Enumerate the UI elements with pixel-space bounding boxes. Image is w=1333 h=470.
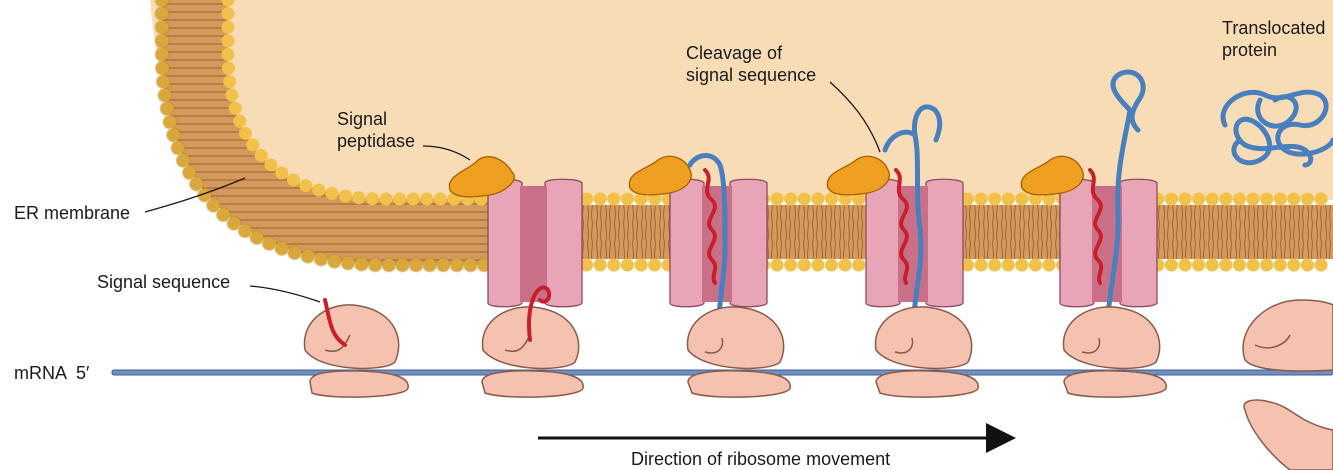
ribosome-icon [686, 306, 785, 370]
signal-peptidase-icon [826, 155, 890, 196]
signal-peptidase-icon [448, 156, 515, 198]
signal-sequence-chain [703, 168, 718, 285]
ribosome-stage-4 [826, 104, 979, 398]
ribosome-stage-3 [628, 153, 791, 398]
mrna-label: mRNA 5′ [14, 363, 90, 383]
polypeptide-chain-icon [687, 153, 728, 343]
translocon-channel-icon [865, 178, 901, 308]
translocon-channel-icon [487, 178, 523, 308]
direction-label: Direction of ribosome movement [631, 449, 891, 469]
signal-peptidase-icon [628, 155, 692, 196]
ribosome-icon [1243, 399, 1333, 470]
ribosome-stage-1 [303, 298, 409, 398]
signal-sequence-chain [323, 298, 347, 347]
translocated-protein-label-line-1: Translocated [1222, 18, 1326, 38]
signal-peptidase-label-line-2: peptidase [337, 131, 416, 151]
cleavage-label-line-1: Cleavage of [686, 43, 783, 63]
signal-peptidase-icon [1020, 155, 1084, 196]
ribosome-icon [874, 306, 973, 370]
translocated-protein-icon [1220, 89, 1333, 168]
polypeptide-chain-icon [1105, 69, 1146, 343]
leader-lines [144, 81, 881, 303]
ribosome-stage-6 [1220, 89, 1333, 470]
translocon-channel-icon [1059, 178, 1095, 308]
signal-sequence-chain [1088, 168, 1104, 285]
polypeptide-chain-icon [911, 104, 943, 343]
cleavage-label-line-2: signal sequence [686, 65, 817, 85]
ribosome-icon [303, 304, 400, 370]
ribosome-stage-2 [448, 156, 584, 398]
signal-peptidase-label-line-1: Signal [337, 109, 388, 129]
translocon-channel-icon [669, 178, 705, 308]
translocated-protein-label: Translocated protein [1222, 17, 1333, 61]
ribosome-stage-5 [1020, 69, 1167, 398]
translocated-protein-label-line-2: protein [1222, 40, 1278, 60]
signal-sequence-chain [527, 285, 552, 342]
er-membrane-curve [154, 0, 500, 273]
signal-peptidase-label: Signal peptidase [337, 108, 415, 152]
ribosome-icon [1062, 306, 1161, 370]
er-lumen [150, 0, 1333, 200]
ribosome-icon [1242, 299, 1333, 372]
cleavage-label: Cleavage of signal sequence [686, 42, 816, 86]
signal-sequence-label: Signal sequence [97, 272, 231, 292]
signal-sequence-chain [894, 168, 910, 285]
er-membrane-label: ER membrane [14, 203, 131, 223]
